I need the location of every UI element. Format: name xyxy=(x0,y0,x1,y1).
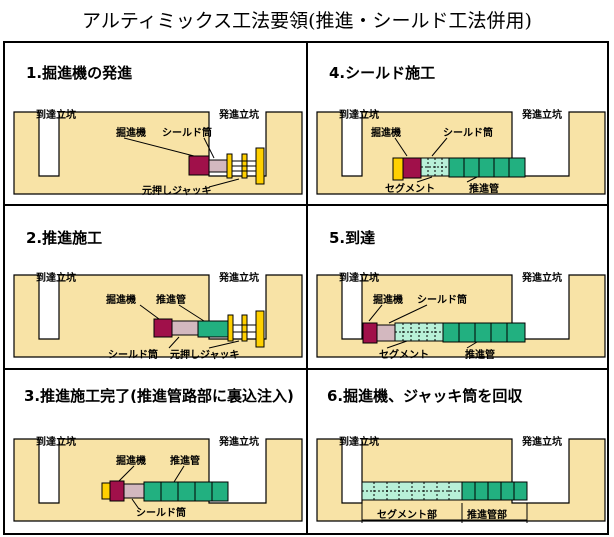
label-push-pipe-part: 推進管部 xyxy=(467,508,507,521)
shield-tube xyxy=(123,483,145,499)
shield-tube xyxy=(208,159,228,173)
label-segment-part: セグメント部 xyxy=(377,508,437,521)
excavator-machine xyxy=(188,155,210,176)
push-pipe xyxy=(197,320,229,338)
ground xyxy=(316,111,606,195)
right-shaft-label: 発進立坑 xyxy=(218,271,259,284)
excavator-machine xyxy=(153,318,173,338)
excavator-machine xyxy=(402,157,422,179)
left-shaft-label: 到達立坑 xyxy=(339,271,379,284)
jack-frame xyxy=(241,314,248,342)
right-shaft-label: 発進立坑 xyxy=(218,108,259,121)
leader-line xyxy=(394,137,408,157)
label-excavator: 掘進機 xyxy=(116,454,146,467)
leader-line xyxy=(139,304,160,320)
leader-line xyxy=(368,304,383,322)
panel-3: 3.推進施工完了(推進管路部に裏込注入) 到達立坑 発進立坑 掘進機 推進管 シ… xyxy=(13,387,303,522)
panel-3-title: 3.推進施工完了(推進管路部に裏込注入) xyxy=(24,387,294,405)
panel-4-title: 4.シールド施工 xyxy=(329,64,435,82)
jack-frame xyxy=(392,157,404,181)
label-shield-tube: シールド筒 xyxy=(417,293,467,306)
label-shield-tube: シールド筒 xyxy=(162,126,212,139)
left-shaft-label: 到達立坑 xyxy=(339,108,379,121)
left-shaft-label: 到達立坑 xyxy=(339,435,379,448)
panel-2: 2.推進施工 到達立坑 発進立坑 掘進機 推進管 シールド筒 元押しジャッキ xyxy=(13,229,303,361)
leader-line xyxy=(388,304,428,324)
label-excavator: 掘進機 xyxy=(373,293,403,306)
label-excavator: 掘進機 xyxy=(371,126,401,139)
leader-line xyxy=(431,137,448,157)
ground xyxy=(316,274,606,358)
shield-tube xyxy=(171,320,199,336)
jack-frame xyxy=(255,147,265,185)
label-main-jack: 元押しジャッキ xyxy=(142,184,212,197)
jack-frame xyxy=(255,310,265,348)
shield-tube xyxy=(376,324,396,342)
segment-section xyxy=(394,322,444,342)
label-shield-tube: シールド筒 xyxy=(443,126,493,139)
segment-section xyxy=(420,157,450,177)
ground xyxy=(13,111,303,195)
jack-frame xyxy=(226,153,233,179)
segment-section xyxy=(361,481,463,501)
label-push-pipe: 推進管 xyxy=(170,454,200,467)
leader-line xyxy=(208,340,240,349)
leader-line xyxy=(416,176,433,183)
label-shield-tube: シールド筒 xyxy=(108,348,158,361)
leader-line xyxy=(203,137,215,159)
panel-2-title: 2.推進施工 xyxy=(26,229,102,247)
label-segment: セグメント xyxy=(385,182,435,195)
leader-line xyxy=(386,340,408,349)
panel-1: 1.掘進機の発進 到達立坑 発進立坑 掘進機 シールド筒 元押しジャッキ xyxy=(13,64,303,197)
label-push-pipe: 推進管 xyxy=(465,348,495,361)
excavator-machine xyxy=(109,480,125,502)
label-excavator: 掘進機 xyxy=(106,293,136,306)
leader-line xyxy=(123,137,195,157)
panel-1-title: 1.掘進機の発進 xyxy=(26,64,133,82)
label-segment: セグメント xyxy=(379,348,429,361)
ground xyxy=(13,274,303,358)
label-push-pipe: 推進管 xyxy=(469,182,499,195)
leader-line xyxy=(466,341,478,349)
excavator-machine xyxy=(362,322,378,344)
ground xyxy=(13,438,303,522)
label-main-jack: 元押しジャッキ xyxy=(170,348,240,361)
panel-6-title: 6.掘進機、ジャッキ筒を回収 xyxy=(327,387,523,405)
right-shaft-label: 発進立坑 xyxy=(521,271,562,284)
leader-line xyxy=(131,498,140,510)
label-excavator: 掘進機 xyxy=(116,126,146,139)
leader-line xyxy=(208,178,240,188)
ground xyxy=(316,438,606,522)
left-shaft-label: 到達立坑 xyxy=(36,108,76,121)
right-shaft-label: 発進立坑 xyxy=(521,435,562,448)
panel-4: 4.シールド施工 到達立坑 発進立坑 掘進機 シールド筒 セグメント 推進管 xyxy=(316,64,606,195)
leader-line xyxy=(178,304,205,322)
label-shield-tube: シールド筒 xyxy=(136,506,186,519)
leader-line xyxy=(466,176,478,183)
label-push-pipe: 推進管 xyxy=(156,293,186,306)
panel-6: 6.掘進機、ジャッキ筒を回収 到達立坑 発進立坑 セグメント部 推進管部 xyxy=(316,387,606,523)
right-shaft-label: 発進立坑 xyxy=(218,435,259,448)
push-pipe-section xyxy=(461,481,528,501)
left-shaft-label: 到達立坑 xyxy=(36,271,76,284)
jack-frame xyxy=(101,482,111,500)
push-pipe-section xyxy=(448,157,526,178)
leader-line xyxy=(173,465,185,483)
leader-line xyxy=(168,336,180,349)
panel-5-title: 5.到達 xyxy=(329,229,375,247)
figure-title: アルティミックス工法要領(推進・シールド工法併用) xyxy=(82,10,532,32)
leader-line xyxy=(118,465,135,482)
jack-frame xyxy=(227,314,234,342)
push-pipe-section xyxy=(143,481,229,502)
push-pipe-section xyxy=(442,322,526,343)
right-shaft-label: 発進立坑 xyxy=(521,108,562,121)
left-shaft-label: 到達立坑 xyxy=(36,435,76,448)
panel-5: 5.到達 到達立坑 発進立坑 掘進機 シールド筒 セグメント 推進管 xyxy=(316,229,606,361)
